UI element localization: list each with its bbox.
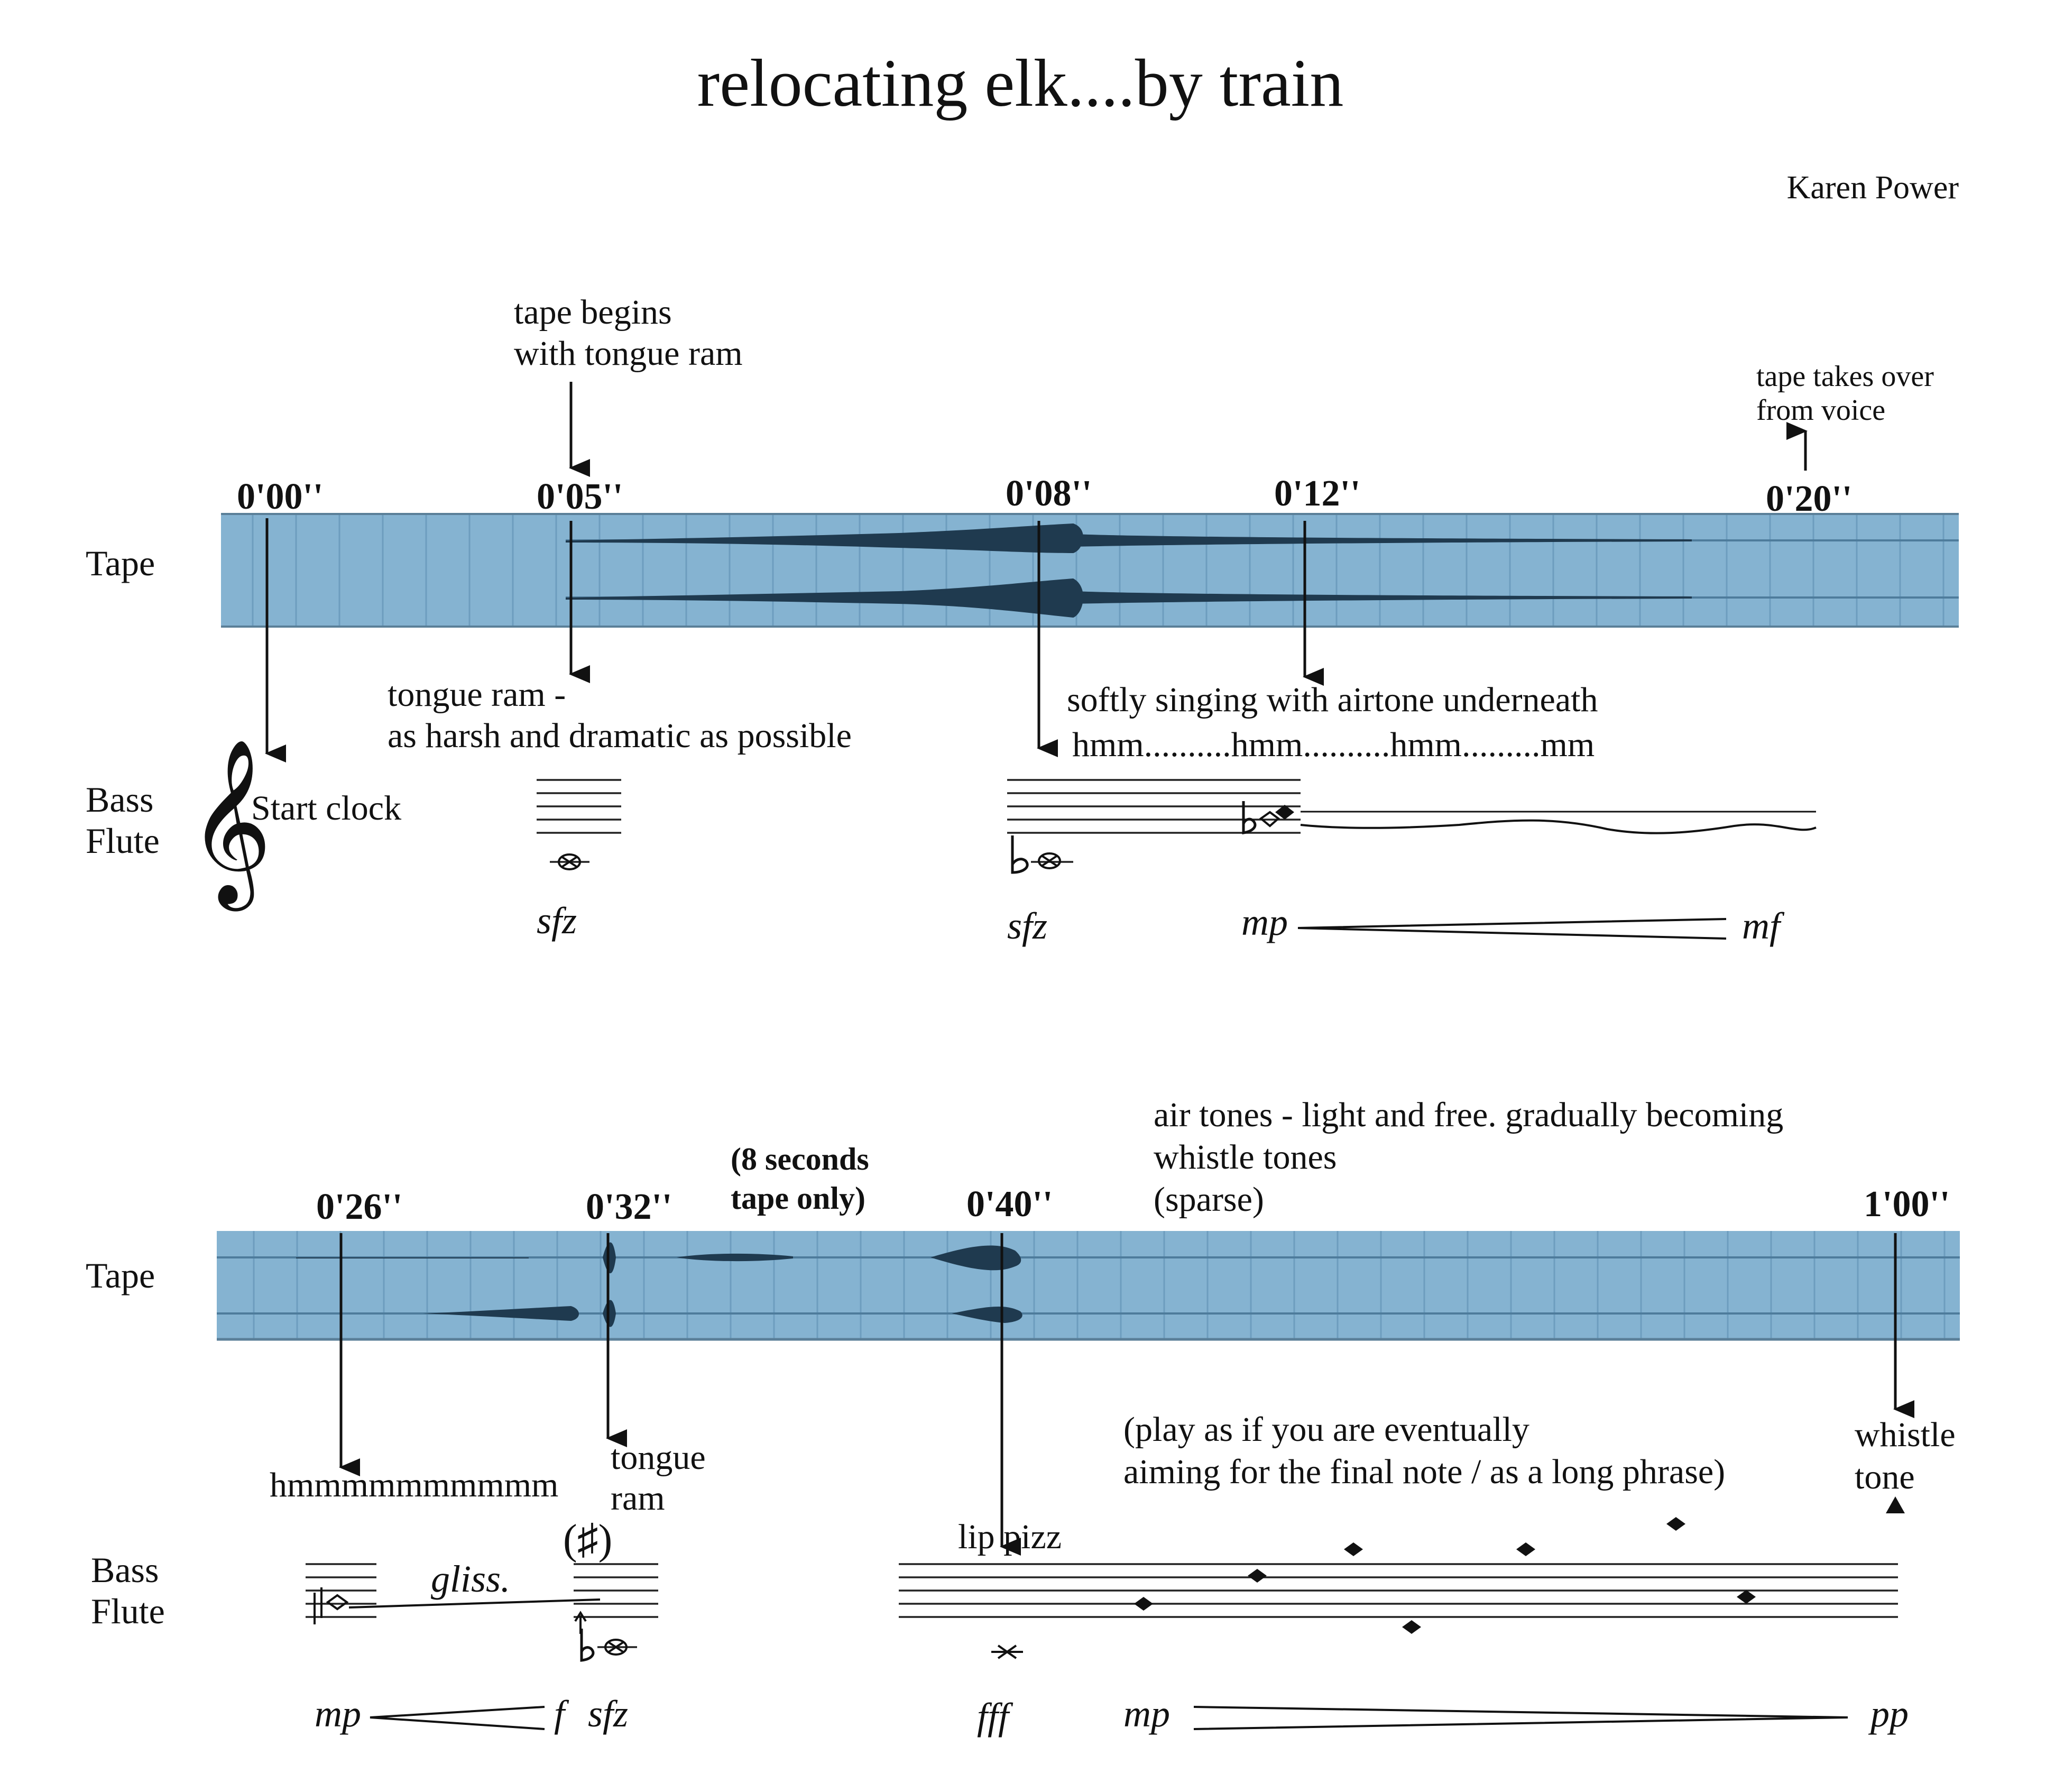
gliss-label: gliss. [431, 1558, 510, 1600]
lip-pizz-x-note [991, 1644, 1023, 1659]
flat-sign-icon [1011, 835, 1029, 874]
tape-only-line1: (8 seconds [731, 1142, 869, 1177]
tape-label-1: Tape [86, 543, 155, 583]
system-1: Tape Bass Flute 0'00'' 0'05'' 0'08'' 0'1… [86, 293, 1959, 947]
dynamic-sfz-3: sfz [588, 1693, 628, 1735]
flute-label-2b: Flute [91, 1591, 165, 1631]
dynamic-mp-2: mp [315, 1693, 361, 1735]
singing-line2: hmm..........hmm..........hmm.........mm [1072, 725, 1595, 764]
tape-begins-line2: with tongue ram [514, 334, 743, 373]
hmm-text: hmmmmmmmmmm [270, 1466, 558, 1504]
tape-takes-over-line1: tape takes over [1756, 360, 1934, 393]
flat-sign-icon-3 [580, 1629, 595, 1662]
whistle-arrowhead-icon [1886, 1496, 1905, 1513]
dynamic-mf-1: mf [1742, 905, 1785, 947]
lip-pizz-text: lip pizz [958, 1518, 1062, 1556]
tape-only-line2: tape only) [731, 1181, 865, 1216]
dynamic-pp: pp [1868, 1693, 1909, 1735]
waveform-2-upper [296, 1242, 1021, 1273]
diamond-notehead-pair [1259, 805, 1294, 828]
tongue-ram-line1: tongue ram - [388, 675, 566, 714]
sharp-sign-icon: (♯) [563, 1517, 612, 1563]
flute-label-1a: Bass [86, 779, 153, 820]
air-tones-line2: whistle tones [1154, 1138, 1337, 1177]
waveform-1-upper [566, 523, 1692, 553]
start-clock: Start clock [251, 789, 401, 828]
time-0-08: 0'08'' [1006, 473, 1092, 514]
tongue-ram-2-line1: tongue [611, 1438, 706, 1477]
x-notehead-3 [604, 1639, 628, 1656]
air-tones-line1: air tones - light and free. gradually be… [1154, 1096, 1783, 1134]
natural-diamond-note [314, 1587, 349, 1624]
staff-fragment-2c [899, 1563, 1898, 1618]
dynamic-f: f [554, 1693, 569, 1735]
crescendo-hairpin-1 [1297, 918, 1727, 940]
dynamic-fff: fff [977, 1695, 1013, 1738]
tongue-ram-line2: as harsh and dramatic as possible [388, 716, 852, 755]
dynamic-mp-3: mp [1123, 1693, 1170, 1735]
flute-label-1b: Flute [86, 821, 160, 861]
staff-fragment-2b [574, 1563, 658, 1648]
flat-sign-icon-2 [1242, 801, 1257, 834]
time-1-00: 1'00'' [1864, 1184, 1950, 1225]
time-0-26: 0'26'' [316, 1187, 402, 1227]
time-0-05: 0'05'' [537, 476, 623, 517]
score-title: relocating elk....by train [697, 45, 1344, 121]
time-0-00: 0'00'' [237, 476, 323, 517]
waveform-2-lower [423, 1300, 1022, 1327]
dynamic-sfz-2: sfz [1007, 905, 1047, 947]
decrescendo-hairpin-2 [370, 1706, 545, 1730]
dynamic-mp-1: mp [1241, 901, 1288, 943]
time-0-40: 0'40'' [966, 1184, 1053, 1225]
tape-strip-2 [217, 1231, 1960, 1341]
dynamic-sfz-1: sfz [537, 899, 577, 942]
treble-clef-icon: 𝄞 [188, 740, 272, 912]
tape-takes-over-line2: from voice [1756, 394, 1885, 427]
time-0-20: 0'20'' [1766, 479, 1852, 519]
flute-label-2a: Bass [91, 1550, 159, 1590]
tape-begins-line1: tape begins [514, 293, 672, 332]
play-instruction-line2: aiming for the final note / as a long ph… [1123, 1453, 1725, 1491]
whistle-tone-line2: tone [1855, 1458, 1915, 1496]
airtone-wave-line [1300, 819, 1817, 834]
time-0-12: 0'12'' [1274, 473, 1360, 514]
waveform-1-lower [566, 578, 1692, 618]
x-notehead-1 [558, 853, 581, 870]
system-2: Tape Bass Flute 0'26'' 0'32'' 0'40'' 1'0… [86, 1096, 1960, 1738]
air-tones-line3: (sparse) [1154, 1180, 1264, 1219]
tongue-ram-2-line2: ram [611, 1479, 665, 1518]
x-notehead-2 [1038, 852, 1061, 869]
long-hairpin-3 [1193, 1706, 1848, 1730]
staff-fragment-2a [306, 1563, 376, 1618]
staff-fragment-1a [537, 779, 621, 863]
time-0-32: 0'32'' [586, 1187, 672, 1227]
singing-line1: softly singing with airtone underneath [1067, 681, 1598, 719]
tape-strip-1 [221, 513, 1959, 628]
tape-label-2: Tape [86, 1255, 155, 1295]
play-instruction-line1: (play as if you are eventually [1123, 1410, 1529, 1449]
whistle-tone-line1: whistle [1855, 1416, 1956, 1454]
whistle-diamond-notes [1134, 1517, 1756, 1634]
composer-name: Karen Power [1787, 170, 1959, 206]
gliss-line [348, 1598, 601, 1609]
staff-fragment-1b [1007, 779, 1301, 863]
